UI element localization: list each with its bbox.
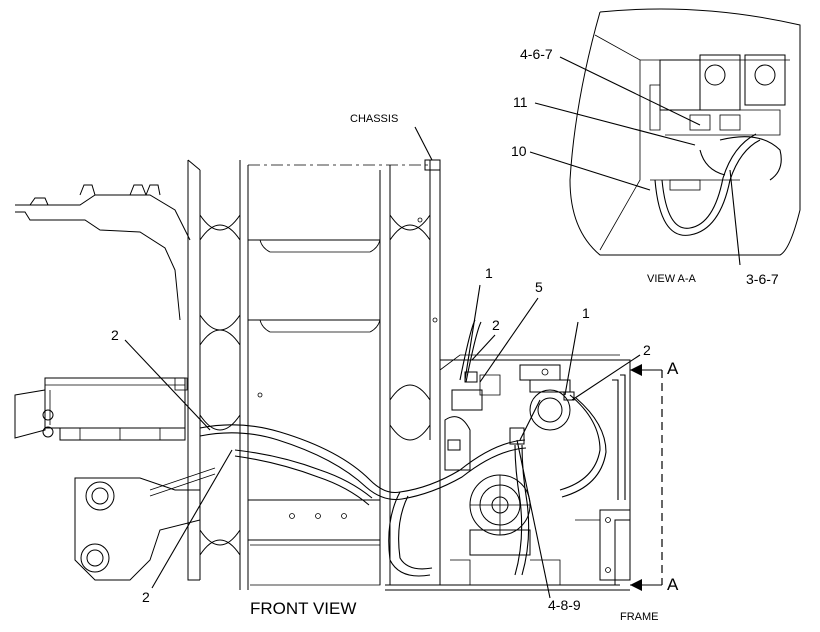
frame-label: FRAME [620, 611, 659, 623]
section-marker-top: A [667, 359, 679, 378]
view-aa-detail [569, 8, 801, 256]
callout-5: 5 [535, 279, 543, 295]
chassis-label: CHASSIS [350, 113, 398, 125]
boom-structure [15, 184, 191, 321]
callout-4-8-9: 4-8-9 [548, 597, 581, 613]
callout-2-mid: 2 [492, 317, 500, 333]
callout-1-right: 1 [582, 305, 590, 321]
callout-3-6-7: 3-6-7 [746, 271, 779, 287]
callout-10: 10 [511, 143, 527, 159]
engine-assembly [385, 354, 631, 591]
front-view-label: FRONT VIEW [250, 599, 356, 618]
callout-1-left: 1 [485, 265, 493, 281]
callout-2-bottom: 2 [142, 589, 150, 605]
callout-2-left: 2 [111, 327, 119, 343]
hose-lines [199, 319, 626, 577]
section-marker-bottom: A [667, 575, 679, 594]
view-aa-label: VIEW A-A [647, 273, 697, 285]
callout-2-right: 2 [643, 342, 651, 358]
callout-4-6-7: 4-6-7 [520, 46, 553, 62]
lower-bracket [74, 467, 216, 581]
section-line-aa [630, 364, 663, 591]
callout-11: 11 [513, 94, 528, 110]
chassis-frame [187, 159, 441, 590]
left-attachment-box [14, 377, 188, 441]
leader-lines [124, 56, 741, 599]
